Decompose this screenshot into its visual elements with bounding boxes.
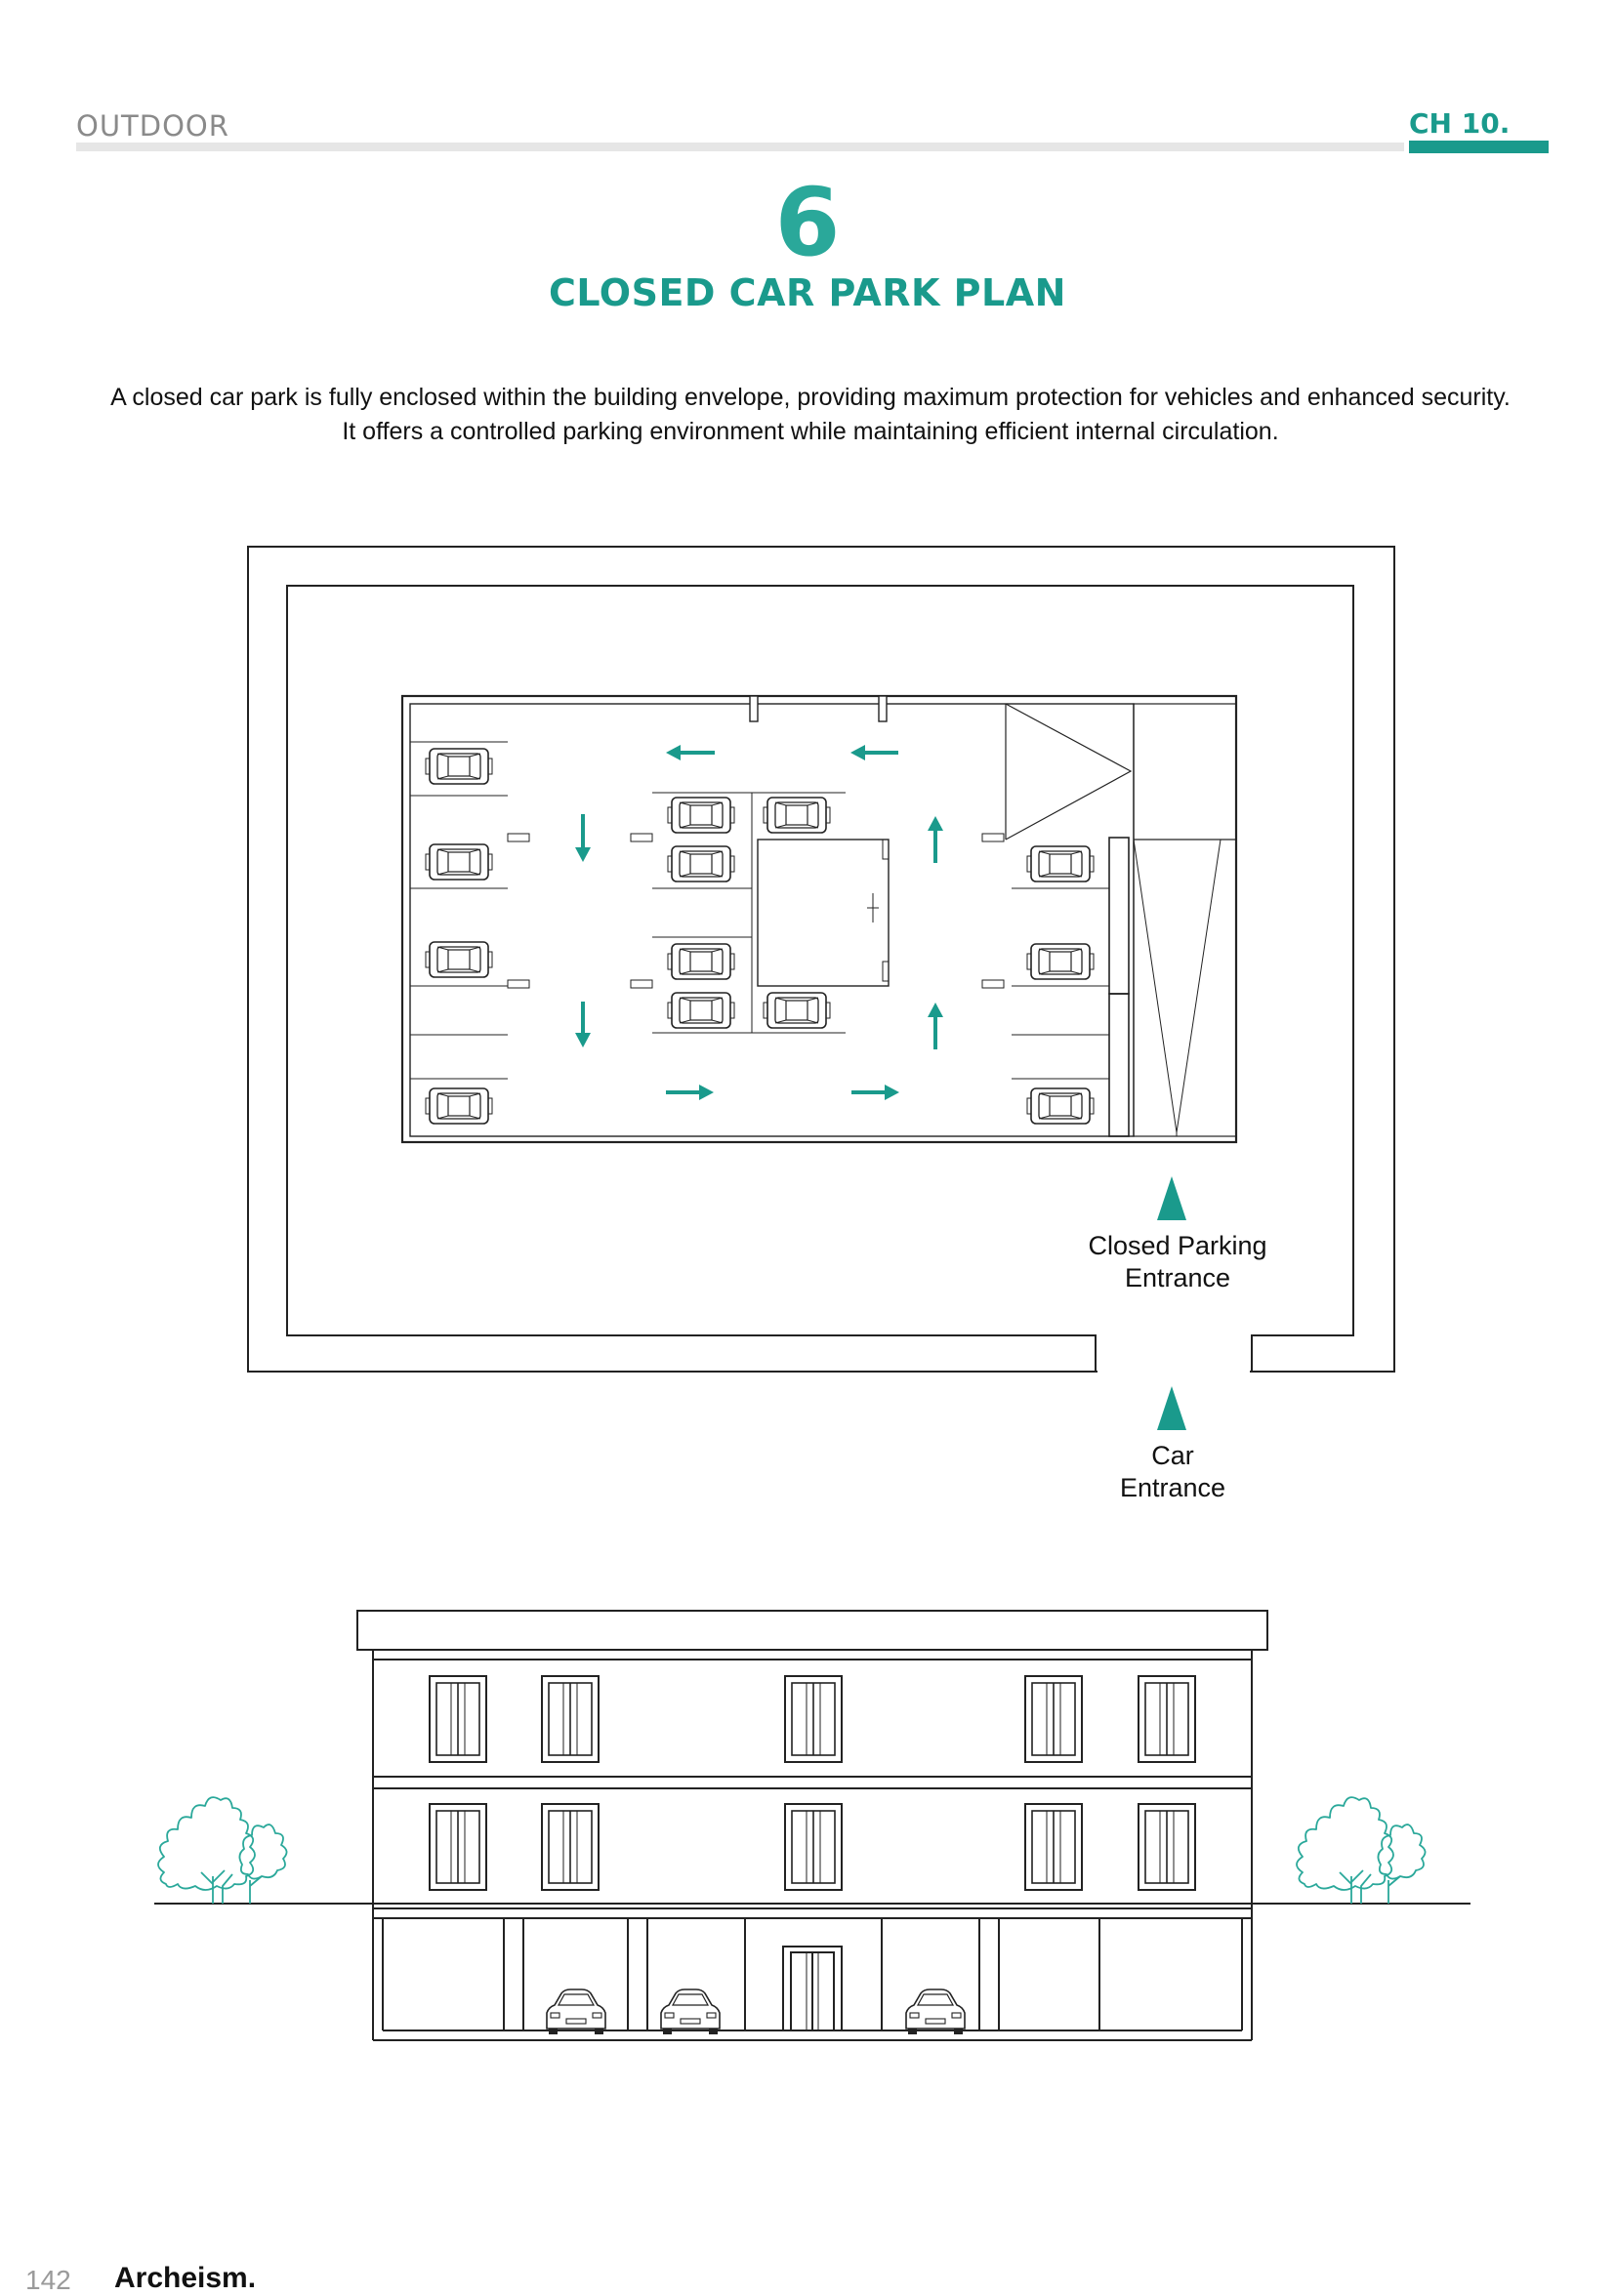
- window-icon: [784, 1675, 843, 1763]
- window-icon: [1024, 1803, 1083, 1891]
- elevation-cars: [546, 1988, 966, 2035]
- car-icon: [1026, 1087, 1095, 1125]
- car-icon: [905, 1988, 966, 2035]
- car-icon: [660, 1988, 721, 2035]
- car-icon: [1026, 943, 1095, 980]
- car-icon: [546, 1988, 606, 2035]
- car-icon: [667, 845, 735, 882]
- parked-cars: [425, 748, 1095, 1125]
- intro-paragraph: A closed car park is fully enclosed with…: [110, 384, 1511, 445]
- car-icon: [667, 992, 735, 1029]
- chapter-accent-bar: [1409, 141, 1549, 153]
- building-elevation: [356, 1610, 1268, 2041]
- page-number: 142: [25, 2265, 71, 2295]
- window-icon: [541, 1675, 600, 1763]
- car-icon: [763, 992, 831, 1029]
- arrow-icon: [575, 814, 591, 862]
- arrow-icon: [928, 816, 943, 863]
- closed-entrance-label-line2: Entrance: [1125, 1263, 1230, 1292]
- arrow-icon: [666, 745, 715, 760]
- brand-name: Archeism.: [114, 2262, 257, 2294]
- car-entrance-arrow-icon: [1157, 1386, 1186, 1430]
- arrow-icon: [851, 1085, 899, 1100]
- elevation-windows: [429, 1675, 1196, 1891]
- closed-entrance-label-line1: Closed Parking: [1088, 1231, 1266, 1260]
- car-icon: [667, 797, 735, 834]
- car-icon: [763, 797, 831, 834]
- section-label: OUTDOOR: [76, 109, 229, 143]
- car-icon: [1026, 845, 1095, 882]
- arrow-icon: [928, 1003, 943, 1049]
- window-icon: [1138, 1803, 1196, 1891]
- arrow-icon: [666, 1085, 714, 1100]
- site-outer-wall: [247, 546, 1395, 1373]
- section-number: 6: [774, 168, 841, 277]
- car-icon: [425, 1087, 493, 1125]
- closed-entrance-arrow-icon: [1157, 1176, 1186, 1220]
- header-divider: [76, 143, 1404, 151]
- circulation-arrows: [575, 745, 943, 1100]
- entrance-labels: Closed Parking Entrance Car Entrance: [1088, 1231, 1266, 1502]
- car-entrance-label-line1: Car: [1151, 1441, 1194, 1470]
- garage-structure: [400, 694, 1238, 1144]
- car-entrance-label-line2: Entrance: [1120, 1473, 1225, 1502]
- entrance-door-icon: [782, 1946, 843, 2031]
- tree-icon: [157, 1796, 288, 1905]
- car-icon: [667, 943, 735, 980]
- entrance-markers: [1157, 1176, 1186, 1430]
- window-icon: [429, 1803, 487, 1891]
- arrow-icon: [850, 745, 898, 760]
- window-icon: [429, 1675, 487, 1763]
- window-icon: [1024, 1675, 1083, 1763]
- window-icon: [541, 1803, 600, 1891]
- tree-icon: [1296, 1796, 1427, 1905]
- site-outer-wall-fix: [1097, 1367, 1250, 1374]
- page-title: CLOSED CAR PARK PLAN: [549, 271, 1066, 314]
- car-icon: [425, 843, 493, 881]
- window-icon: [784, 1803, 843, 1891]
- car-icon: [425, 941, 493, 978]
- arrow-icon: [575, 1002, 591, 1047]
- chapter-label: CH 10.: [1409, 107, 1511, 140]
- car-icon: [425, 748, 493, 785]
- window-icon: [1138, 1675, 1196, 1763]
